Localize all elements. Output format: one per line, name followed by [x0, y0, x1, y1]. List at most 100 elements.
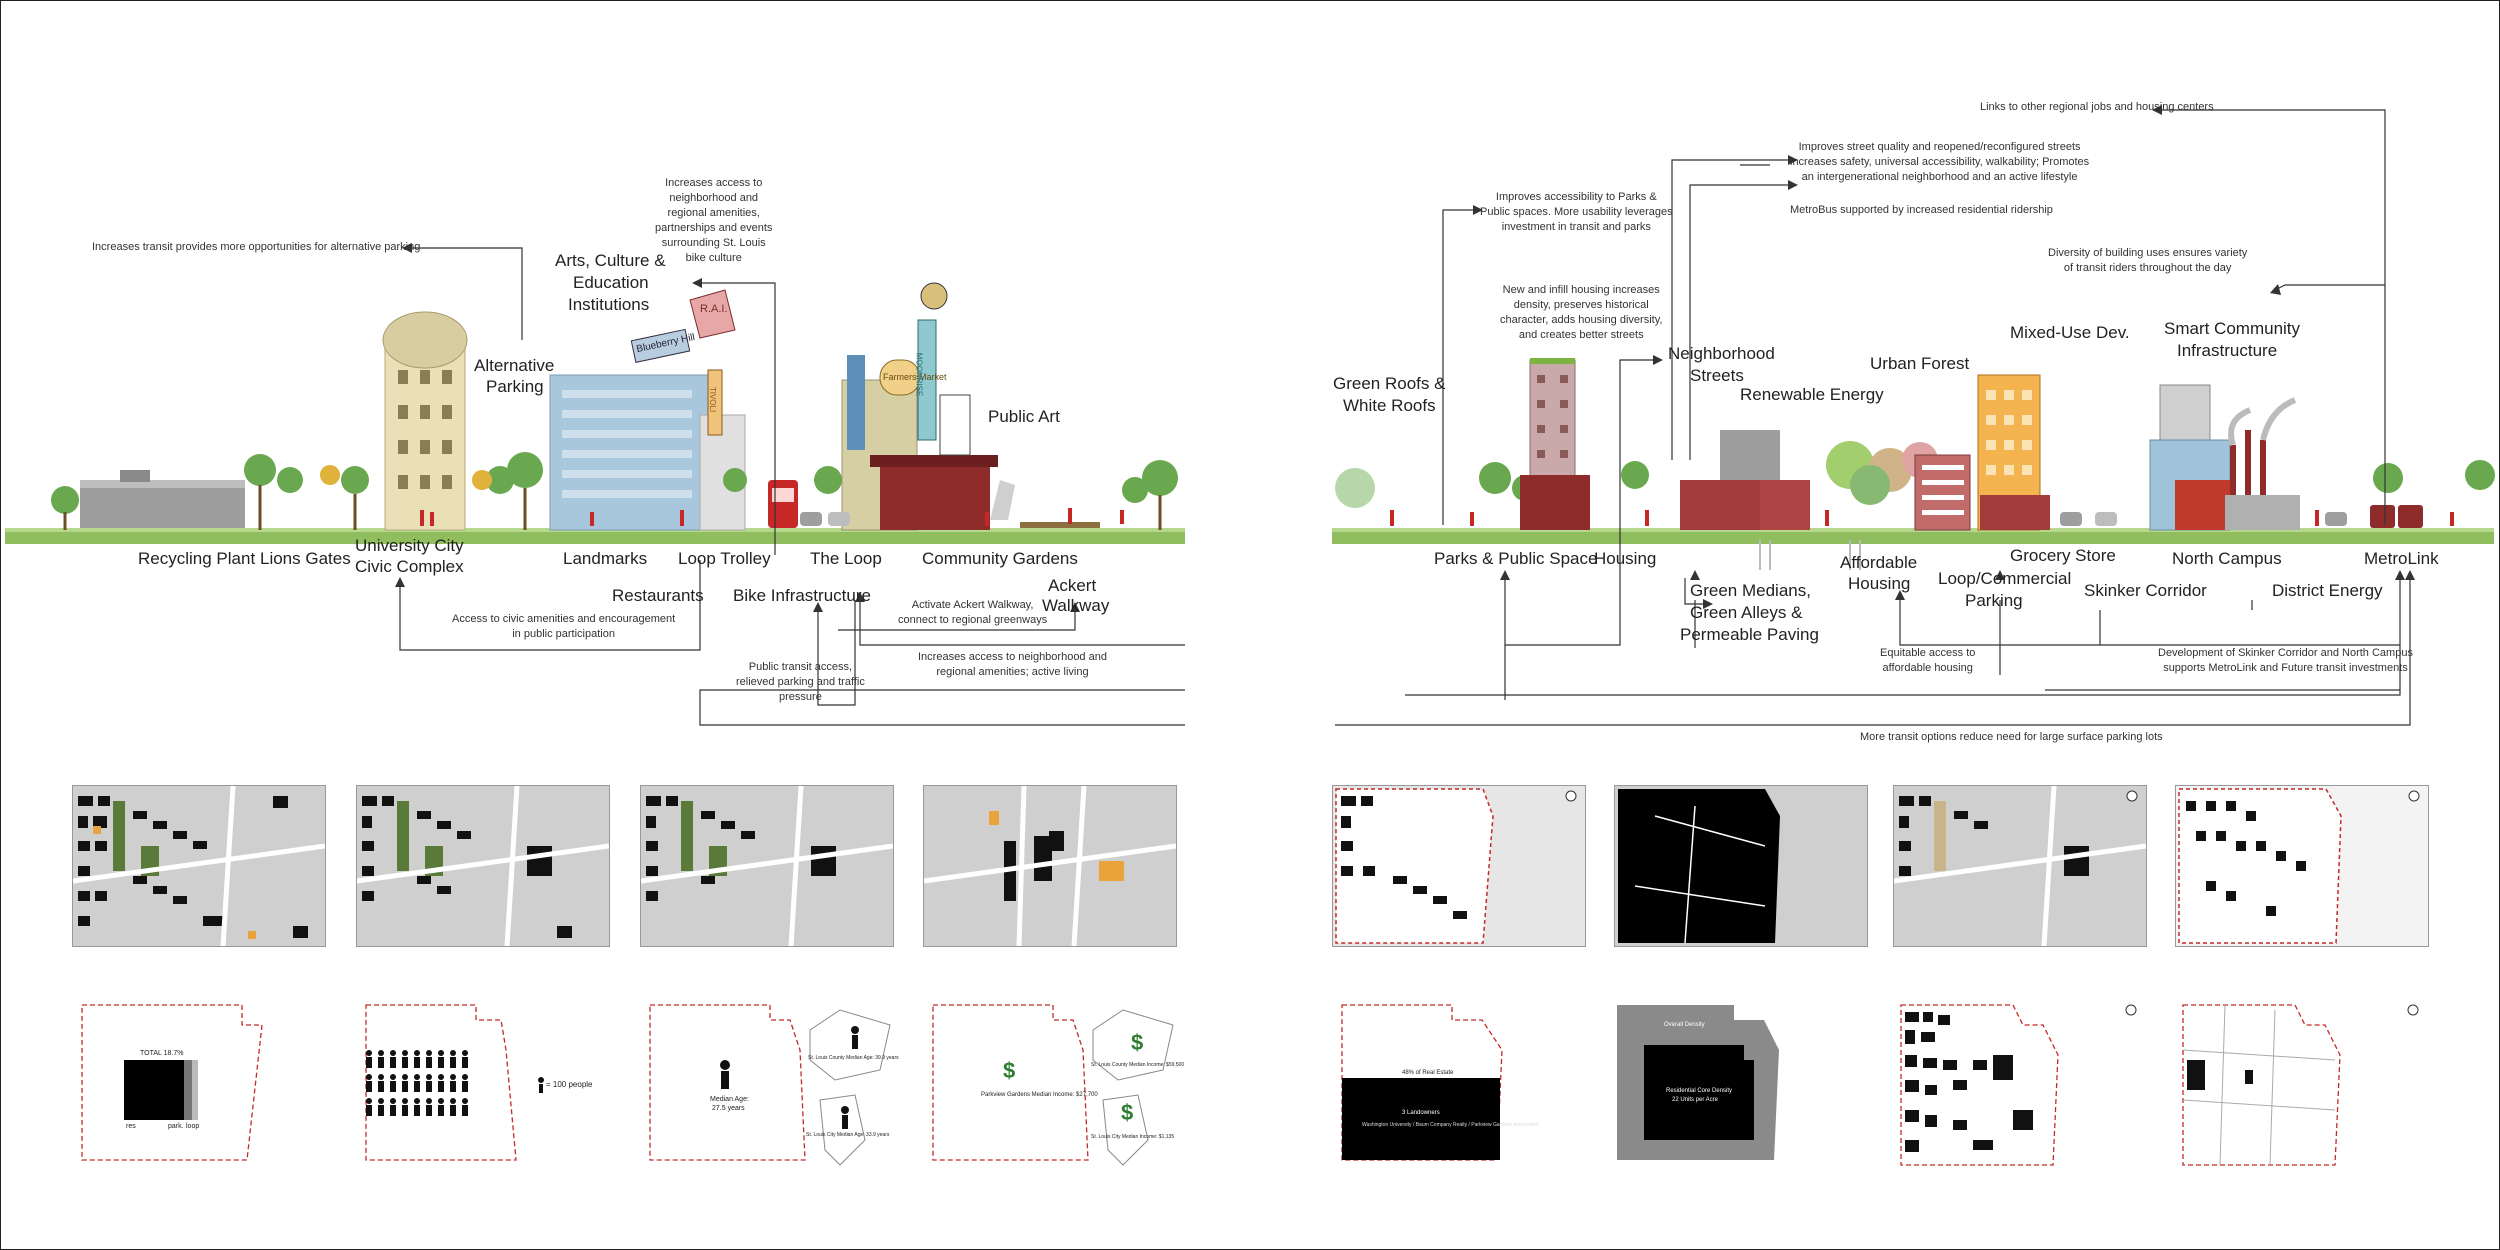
person-icon [390, 1050, 396, 1056]
note-parks-access: Improves accessibility to Parks &Public … [1480, 191, 1673, 233]
label-county-income: St. Louis County Median Income: $59,500 [1091, 1062, 1185, 1068]
diagram-streets [2175, 1000, 2427, 1175]
label-north-campus: North Campus [2172, 549, 2282, 568]
map-5 [1332, 785, 1586, 947]
label-city-income: St. Louis City Median Income: $1,135 [1091, 1134, 1175, 1140]
map-7 [1893, 785, 2147, 947]
person-icon [366, 1074, 372, 1080]
label-metrolink: MetroLink [2364, 549, 2439, 568]
person-icon-body [366, 1081, 372, 1092]
person-icon-body [438, 1057, 444, 1068]
label-ackert: Ackert [1048, 576, 1097, 595]
person-icon-body [402, 1057, 408, 1068]
note-more-transit: More transit options reduce need for lar… [1860, 731, 2163, 743]
label-county-age: St. Louis County Median Age: 39.9 years [808, 1055, 899, 1061]
label-median-age: Median Age: [710, 1096, 749, 1103]
person-icon-body [426, 1081, 432, 1092]
person-icon [414, 1098, 420, 1104]
label-neighborhood: Neighborhood [1668, 344, 1775, 363]
map-4 [923, 785, 1177, 947]
label-white-roofs: White Roofs [1343, 396, 1436, 415]
label-loop-share: loop [186, 1123, 200, 1130]
person-icon-body [414, 1105, 420, 1116]
person-icon [426, 1098, 432, 1104]
person-icon-body [462, 1057, 468, 1068]
person-icon-body [390, 1081, 396, 1092]
person-icon [402, 1050, 408, 1056]
diagram-real-estate: 48% of Real Estate 3 Landowners Washingt… [1332, 1000, 1584, 1175]
person-icon-body [378, 1081, 384, 1092]
map-6 [1614, 785, 1868, 947]
label-lions-gates: Lions Gates [260, 549, 351, 568]
label-parks-public-space: Parks & Public Space [1434, 549, 1598, 568]
label-education: Education [573, 273, 649, 292]
note-civic-amenities: Access to civic amenities and encouragem… [452, 613, 676, 640]
sign-tivoli: TIVOLI [708, 386, 718, 413]
label-arts: Arts, Culture & [555, 251, 666, 270]
person-icon [414, 1074, 420, 1080]
label-civic-complex: Civic Complex [355, 557, 464, 576]
label-parkview-income: Parkview Gardens Median Income: $27,700 [981, 1092, 1098, 1098]
label-overall-density: Overall Density [1664, 1022, 1705, 1028]
person-icon-body [366, 1105, 372, 1116]
person-icon [426, 1050, 432, 1056]
label-university-city: University City [355, 536, 464, 555]
label-affordable-housing: Housing [1848, 574, 1911, 593]
label-streets: Streets [1690, 366, 1744, 385]
person-icon-body [402, 1105, 408, 1116]
label-green-alleys: Green Alleys & [1690, 603, 1803, 622]
person-icon [438, 1050, 444, 1056]
person-icon-body [366, 1057, 372, 1068]
person-icon [450, 1050, 456, 1056]
person-icon-body [390, 1057, 396, 1068]
person-icon [450, 1098, 456, 1104]
person-icon-body [438, 1081, 444, 1092]
person-icon-body [378, 1057, 384, 1068]
label-real-estate: 48% of Real Estate [1402, 1070, 1454, 1076]
label-landowner-list: Washington University / Baum Company Rea… [1362, 1122, 1539, 1128]
person-icon [462, 1098, 468, 1104]
label-mixed-use: Mixed-Use Dev. [2010, 323, 2130, 342]
note-building-diversity: Diversity of building uses ensures varie… [2048, 247, 2248, 274]
label-residential-density: Residential Core Density [1666, 1088, 1733, 1094]
label-park: park. [168, 1123, 184, 1130]
label-renewable-energy: Renewable Energy [1740, 385, 1884, 404]
label-affordable: Affordable [1840, 553, 1918, 572]
dollar-icon-main: $ [1003, 1058, 1016, 1083]
label-community-gardens: Community Gardens [922, 549, 1078, 568]
diagram-median-age: Median Age: 27.5 years St. Louis County … [640, 1000, 899, 1175]
label-public-art: Public Art [988, 407, 1060, 426]
label-grocery-store: Grocery Store [2010, 546, 2116, 565]
person-icon [378, 1098, 384, 1104]
label-res: res [126, 1123, 136, 1130]
person-icon [390, 1074, 396, 1080]
label-recycling-plant: Recycling Plant [138, 549, 256, 568]
label-people-legend: = 100 people [546, 1080, 593, 1089]
label-urban-forest: Urban Forest [1870, 354, 1970, 373]
label-restaurants: Restaurants [612, 586, 704, 605]
person-icon [426, 1074, 432, 1080]
map-8 [2175, 785, 2429, 947]
dollar-icon-county: $ [1131, 1030, 1144, 1055]
diagram-figure-ground [1893, 1000, 2145, 1175]
dollar-icon-city: $ [1121, 1100, 1134, 1125]
label-the-loop: The Loop [810, 549, 882, 568]
left-streetscape [5, 243, 1185, 726]
label-residential-value: 22 Units per Acre [1672, 1097, 1719, 1103]
sign-farmers-market: Farmers Market [883, 372, 947, 382]
note-metrobus: MetroBus supported by increased resident… [1790, 204, 2053, 216]
label-landmarks: Landmarks [563, 549, 648, 568]
person-icon [378, 1050, 384, 1056]
label-infrastructure: Infrastructure [2177, 341, 2278, 360]
label-landowners: 3 Landowners [1402, 1110, 1440, 1116]
person-icon-body [462, 1081, 468, 1092]
label-loop-parking: Parking [1965, 591, 2023, 610]
label-loop-trolley: Loop Trolley [678, 549, 771, 568]
person-icon-body [414, 1057, 420, 1068]
label-institutions: Institutions [568, 295, 650, 314]
map-3 [640, 785, 894, 947]
label-alternative: Alternative [474, 356, 555, 375]
sign-moonrise: MOONRISE [914, 352, 924, 397]
